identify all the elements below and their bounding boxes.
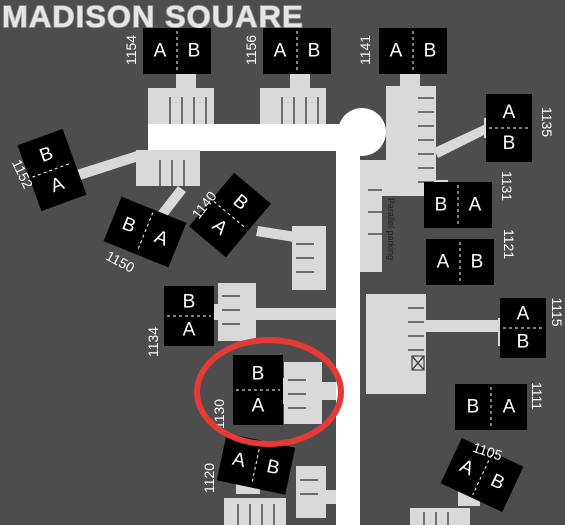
unit-side-b: B — [471, 252, 484, 273]
unit-side-b: B — [308, 41, 321, 62]
unit-divider — [32, 162, 72, 178]
unit-1130[interactable]: BA — [233, 355, 283, 425]
unit-side-b: B — [252, 363, 265, 384]
unit-number-label: 1130 — [211, 399, 227, 429]
unit-1140[interactable]: BA — [189, 172, 271, 258]
unit-number-label: 1134 — [145, 327, 161, 357]
unit-1115[interactable]: AB — [500, 298, 546, 358]
unit-side-a: A — [503, 102, 516, 123]
unit-side-a: A — [517, 304, 530, 325]
unit-side-b: B — [503, 133, 516, 154]
unit-side-a: A — [230, 449, 247, 472]
unit-1134[interactable]: BA — [164, 286, 214, 346]
unit-divider — [136, 212, 154, 252]
parallel-parking-note: Parallel parking — [386, 198, 396, 260]
unit-number-label: 1131 — [499, 171, 515, 201]
unit-1150[interactable]: BA — [103, 196, 187, 268]
unit-number-label: 1121 — [501, 229, 517, 259]
unit-side-a: A — [437, 252, 450, 273]
unit-divider — [251, 443, 261, 485]
unit-divider — [472, 454, 492, 496]
unit-block — [440, 437, 524, 513]
unit-number-label: 1141 — [357, 35, 373, 65]
unit-side-a: A — [503, 397, 516, 418]
unit-1105[interactable]: AB — [440, 437, 524, 513]
unit-side-a: A — [469, 195, 482, 216]
unit-side-b: B — [435, 195, 448, 216]
road-network — [148, 108, 386, 525]
unit-side-b: B — [183, 292, 196, 313]
unit-side-b: B — [265, 456, 282, 479]
unit-number-label: 1156 — [243, 35, 259, 65]
unit-side-b: B — [467, 397, 480, 418]
unit-1135[interactable]: AB — [486, 94, 532, 162]
unit-side-a: A — [154, 41, 167, 62]
unit-divider — [213, 201, 247, 229]
unit-number-label: 1120 — [201, 463, 217, 493]
unit-number-label: 1115 — [549, 297, 565, 326]
unit-number-label: 1135 — [539, 107, 555, 137]
unit-side-a: A — [274, 41, 287, 62]
highlight-circle — [194, 337, 344, 447]
unit-side-a: A — [183, 319, 196, 340]
map-title: MADISON SQUARE — [2, 0, 304, 34]
unit-number-label: 1111 — [529, 382, 545, 410]
unit-side-b: B — [517, 331, 530, 352]
unit-side-a: A — [390, 41, 403, 62]
unit-side-b: B — [424, 41, 437, 62]
unit-side-b: B — [188, 41, 201, 62]
unit-1152[interactable]: BA — [17, 128, 87, 212]
unit-number-label: 1154 — [123, 35, 139, 65]
unit-side-a: A — [252, 396, 265, 417]
